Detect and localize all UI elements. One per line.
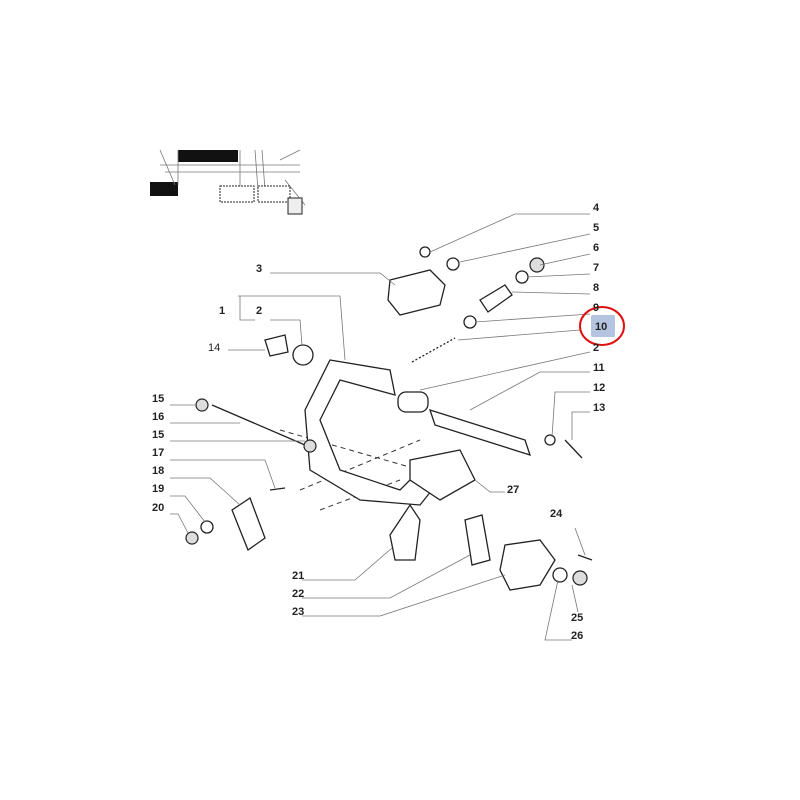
part-label[interactable]: 11	[593, 362, 605, 374]
part-label[interactable]: 23	[292, 606, 304, 618]
part-label[interactable]: 21	[292, 570, 304, 582]
location-thumbnail	[150, 149, 306, 215]
part-label[interactable]: 27	[507, 484, 519, 496]
part-label[interactable]: 15	[152, 393, 164, 405]
part-label[interactable]: 12	[593, 382, 605, 394]
part-label[interactable]: 16	[152, 411, 164, 423]
highlighted-part-marker[interactable]	[579, 306, 625, 346]
part-label[interactable]: 17	[152, 447, 164, 459]
part-label[interactable]: 15	[152, 429, 164, 441]
leader-lines	[170, 213, 591, 641]
part-label[interactable]: 7	[593, 262, 599, 274]
highlight-circle	[579, 306, 625, 346]
part-labels: 4 5 6 7 8 9 10 2 11 12 13 27 24 25 26 21…	[152, 202, 607, 642]
part-label[interactable]: 19	[152, 483, 164, 495]
part-label[interactable]: 26	[571, 630, 583, 642]
part-label[interactable]: 22	[292, 588, 304, 600]
part-label[interactable]: 3	[256, 263, 262, 275]
part-label[interactable]: 9	[593, 302, 599, 314]
part-label[interactable]: 25	[571, 612, 583, 624]
part-label[interactable]: 8	[593, 282, 599, 294]
part-label[interactable]: 13	[593, 402, 605, 414]
part-label[interactable]: 20	[152, 502, 164, 514]
part-label[interactable]: 2	[593, 342, 599, 354]
part-label[interactable]: 2	[256, 305, 262, 317]
part-label[interactable]: 18	[152, 465, 164, 477]
part-label[interactable]: 6	[593, 242, 599, 254]
pedal-assembly	[185, 246, 593, 591]
highlight-box	[591, 315, 615, 337]
part-label[interactable]: 14	[208, 342, 220, 354]
part-label[interactable]: 5	[593, 222, 599, 234]
part-label[interactable]: 24	[550, 508, 563, 520]
part-label-highlighted[interactable]: 10	[595, 321, 607, 333]
part-label[interactable]: 4	[593, 202, 600, 214]
part-label[interactable]: 1	[219, 305, 225, 317]
